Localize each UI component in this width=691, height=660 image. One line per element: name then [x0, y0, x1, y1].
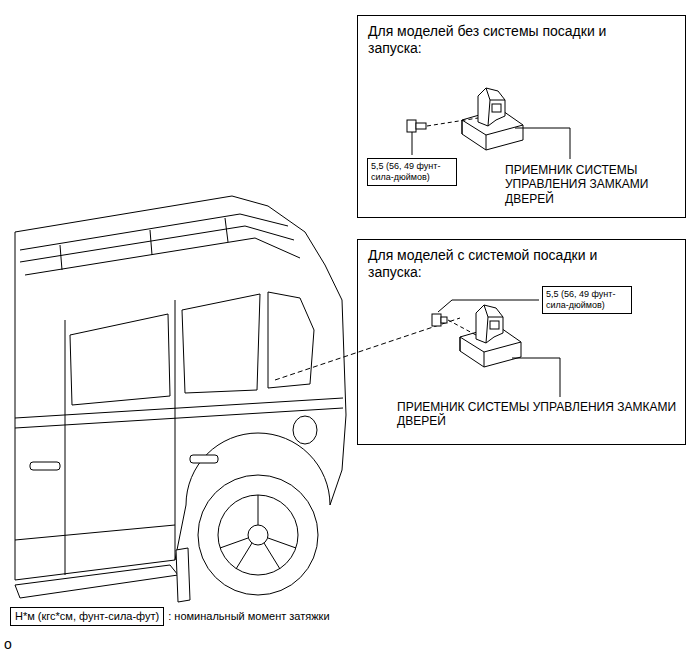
page-mark: o — [4, 636, 12, 653]
torque-value: 5,5 (56, 49 фунт-сила-дюймов) — [546, 289, 628, 311]
torque-box: 5,5 (56, 49 фунт-сила-дюймов) — [367, 158, 457, 186]
inset-frame: Для моделей с системой посадки и запуска… — [357, 239, 686, 445]
part-name: ПРИЕМНИК СИСТЕМЫ УПРАВЛЕНИЯ ЗАМКАМИ ДВЕР… — [505, 163, 677, 206]
legend-note: : номинальный момент затяжки — [168, 610, 329, 623]
part-name: ПРИЕМНИК СИСТЕМЫ УПРАВЛЕНИЯ ЗАМКАМИ ДВЕР… — [397, 400, 677, 429]
torque-value: Н*м (кгс*см, фунт-сила-фут) — [15, 610, 159, 623]
torque-value: 5,5 (56, 49 фунт-сила-дюймов) — [371, 161, 453, 183]
inset-heading: Для моделей без системы посадки и запуск… — [368, 23, 648, 57]
legend-box: Н*м (кгс*см, фунт-сила-фут) — [10, 607, 164, 626]
torque-box: 5,5 (56, 49 фунт-сила-дюймов) — [542, 286, 632, 314]
inset-heading: Для моделей с системой посадки и запуска… — [368, 247, 648, 281]
